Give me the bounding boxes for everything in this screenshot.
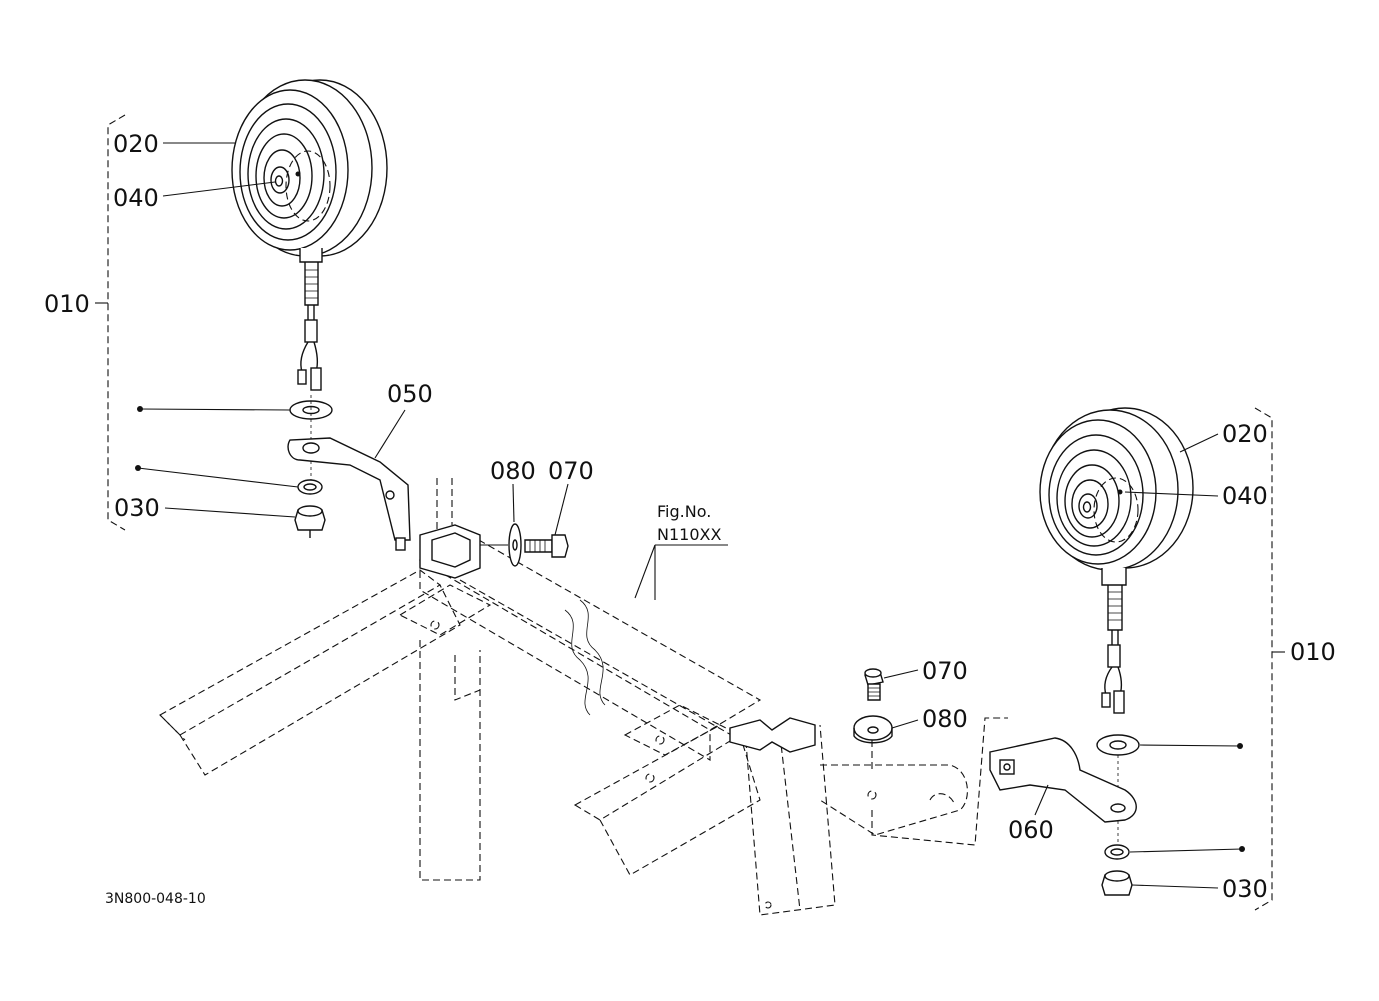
frame-structure xyxy=(159,478,1008,916)
label-nut-right: 030 xyxy=(1222,875,1268,903)
label-lamp-housing-left: 020 xyxy=(113,130,159,158)
lamp-left xyxy=(231,79,388,538)
label-bolt-mid: 070 xyxy=(922,657,968,685)
bracket-left xyxy=(287,437,411,551)
label-lamp-housing-right: 020 xyxy=(1222,420,1268,448)
label-fig-ref-2: N110XX xyxy=(657,525,721,544)
fastener-top xyxy=(480,523,569,567)
label-bracket-right: 060 xyxy=(1008,816,1054,844)
label-washer-mid: 080 xyxy=(922,705,968,733)
label-bulb-right: 040 xyxy=(1222,482,1268,510)
label-assembly-right: 010 xyxy=(1290,638,1336,666)
label-bracket-left: 050 xyxy=(387,380,433,408)
label-washer-top: 080 xyxy=(490,457,536,485)
fastener-mid xyxy=(853,668,893,744)
label-bolt-top: 070 xyxy=(548,457,594,485)
lamp-right xyxy=(1039,407,1194,896)
drawing-number: 3N800-048-10 xyxy=(105,891,206,907)
assembly-bracket-right xyxy=(1254,407,1285,911)
label-assembly-left: 010 xyxy=(44,290,90,318)
label-fig-ref-1: Fig.No. xyxy=(657,502,711,521)
assembly-bracket-left xyxy=(95,114,126,531)
leader-lines xyxy=(135,142,1245,889)
label-nut-left: 030 xyxy=(114,494,160,522)
label-bulb-left: 040 xyxy=(113,184,159,212)
bracket-right xyxy=(989,737,1137,823)
callout-labels: 020 040 010 030 050 080 070 Fig.No. N110… xyxy=(44,130,1336,907)
